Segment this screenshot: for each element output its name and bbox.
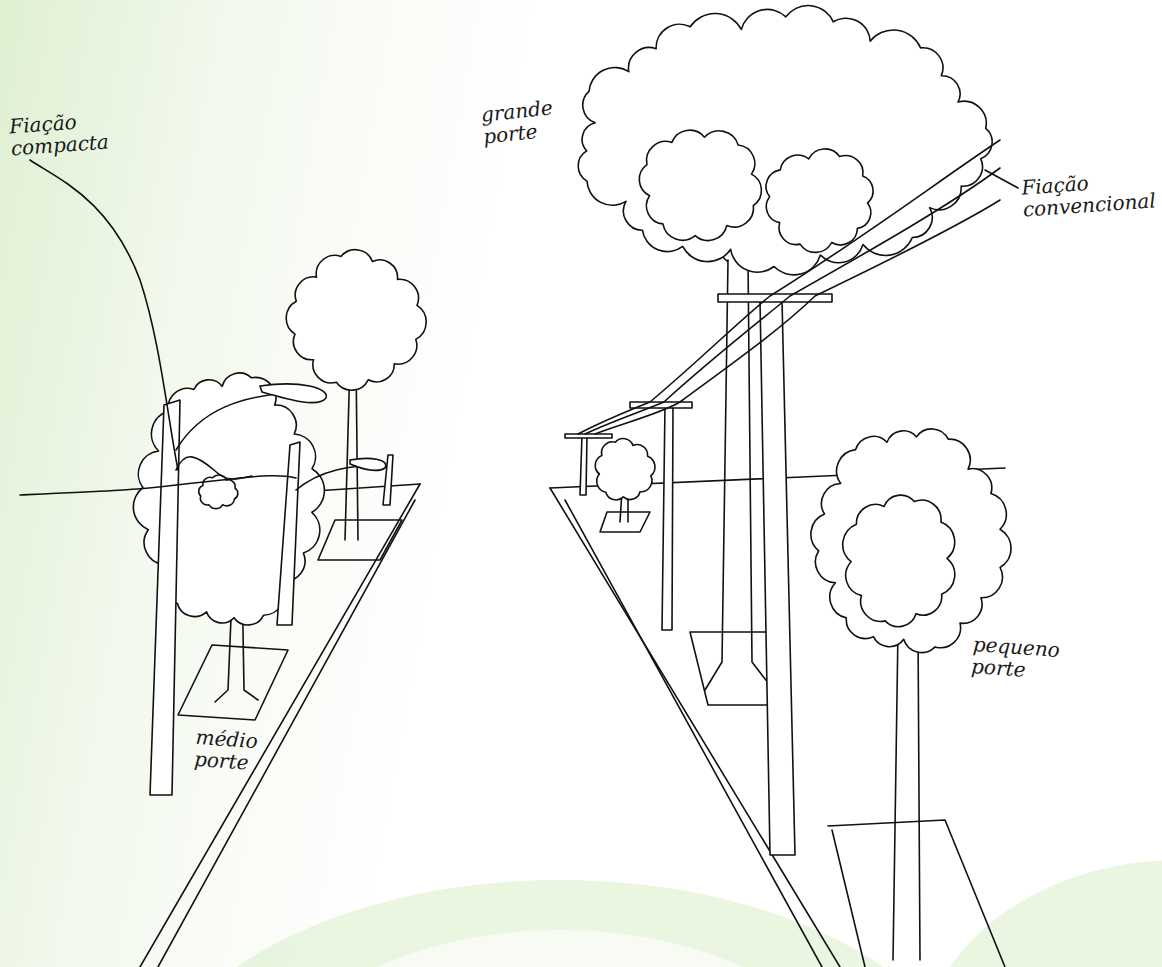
tree-pit [600,512,650,532]
tree-crowns [133,6,1011,653]
text-label: grande porte [480,96,556,147]
pole [277,442,300,625]
wires [20,140,1018,495]
tree-pit [178,645,288,720]
tree-crown [578,6,992,275]
background-arcs [140,860,1162,967]
tree-crown [595,439,655,500]
tree-crown [766,149,873,253]
text-label: Fiação convencional [1020,167,1156,220]
crossarm [565,434,612,438]
text-label: Fiação compacta [9,109,110,160]
pole [662,405,673,630]
leader-line [985,170,1018,188]
curb-line [828,820,1005,967]
pole [760,300,795,855]
lamp [260,384,326,403]
poles [150,294,832,855]
tree-crown [286,250,426,391]
tree-crown [843,495,955,626]
tree-crown [811,429,1011,653]
compact-cable [20,476,296,495]
text-label: médio porte [194,726,259,774]
leader-line [30,160,178,470]
lamp-arm [176,392,300,450]
wire [578,140,1000,434]
trunk [880,618,938,960]
text-label: pequeno porte [971,633,1061,683]
pole [580,435,587,495]
wire [585,168,1000,434]
bg-arc [230,930,890,967]
tree-pit [318,520,402,560]
lamp [350,458,386,470]
wire [595,200,1000,434]
curb-line [550,488,840,967]
bg-arc [920,860,1162,967]
curb-line [832,830,865,967]
compact-cable [176,457,252,479]
tree-crown [639,130,761,240]
